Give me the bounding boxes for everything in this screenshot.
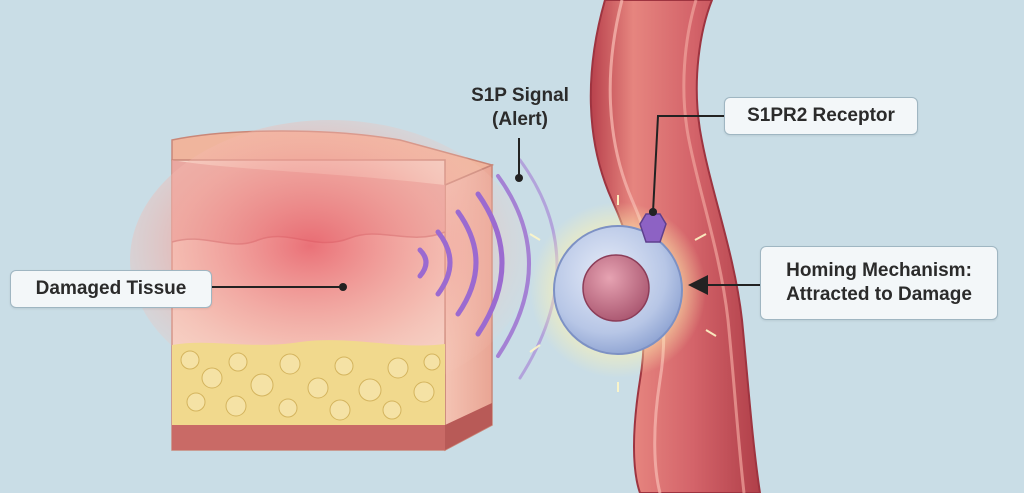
s1p-signal-line2: (Alert) [492,109,548,130]
s1p-signal-waves [417,158,559,380]
homing-line1: Homing Mechanism: [786,260,972,281]
s1p-signal-line1: S1P Signal [471,85,569,106]
arrow-left-icon [688,275,708,295]
homing-mechanism-label: Homing Mechanism: Attracted to Damage [760,246,998,320]
s1pr2-receptor-label: S1PR2 Receptor [724,97,918,135]
leader-dots [339,174,657,291]
tissue-block [130,120,530,452]
leader-lines [212,115,760,288]
s1p-signal-label: S1P Signal (Alert) [445,84,595,132]
homing-line2: Attracted to Damage [786,284,972,305]
damaged-tissue-label: Damaged Tissue [10,270,212,308]
homing-cell [529,195,717,392]
